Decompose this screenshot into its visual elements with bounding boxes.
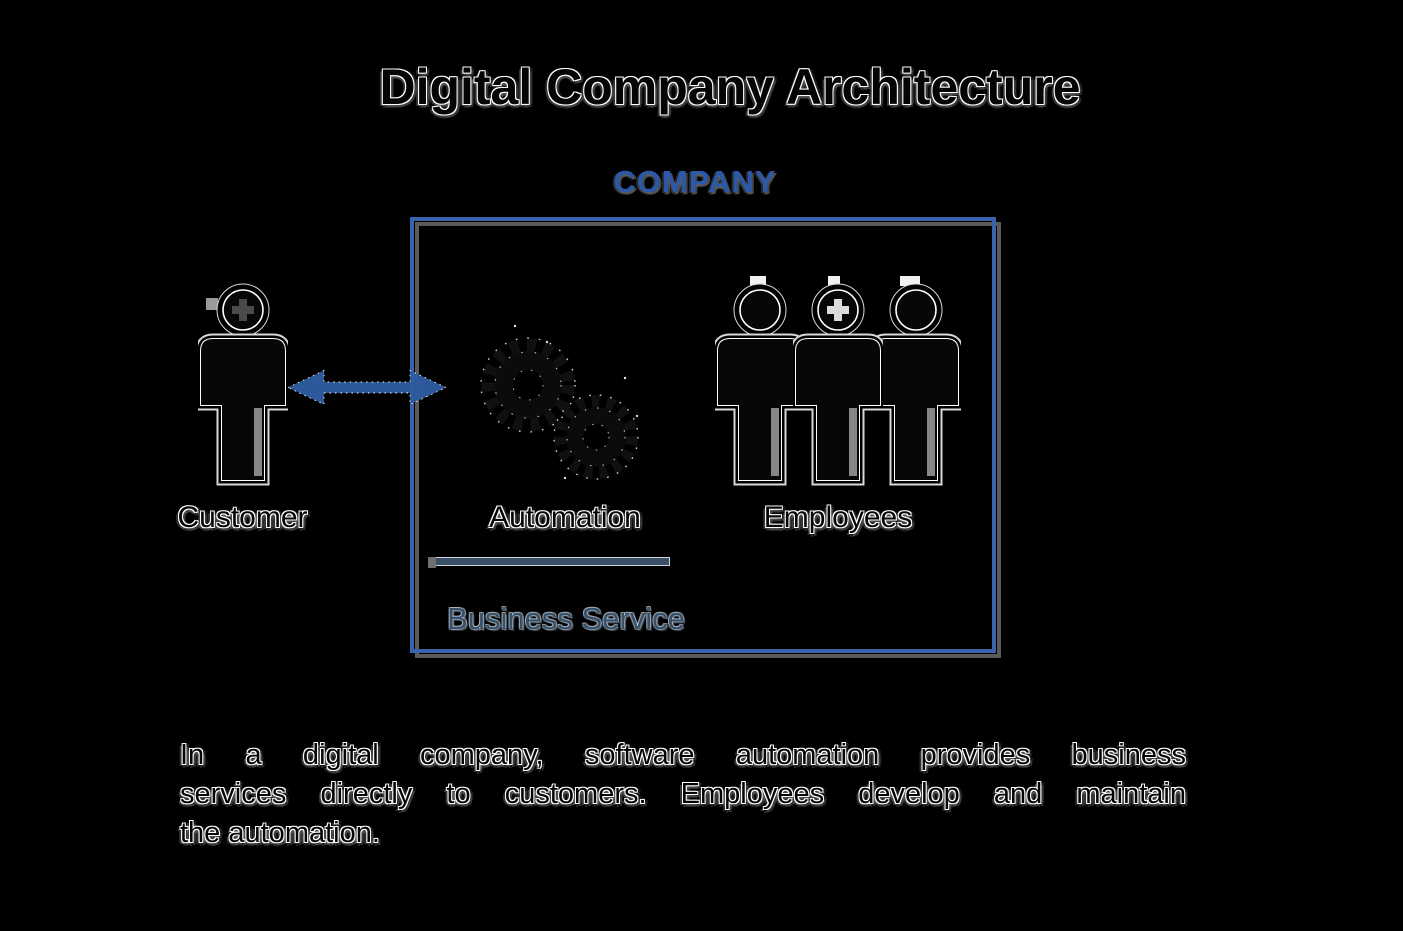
employee-person-icon [793, 277, 883, 487]
caption-paragraph: In a digital company, software automatio… [180, 736, 1186, 853]
business-service-label: Business Service [447, 601, 685, 636]
bitmap-artifact [900, 276, 920, 286]
employee-person-icon [715, 277, 805, 487]
employee-person-icon [871, 277, 961, 487]
gears-icon [480, 324, 639, 480]
bitmap-artifact [750, 276, 766, 286]
company-box [410, 217, 996, 653]
company-box-shadow [415, 222, 1001, 658]
caption-line: In a digital company, software automatio… [180, 739, 1186, 771]
person-icon [198, 277, 288, 487]
double-headed-arrow-icon [287, 369, 447, 406]
business-service-underline [428, 557, 670, 568]
customer-label: Customer [177, 501, 308, 534]
caption-line: the automation. [180, 817, 380, 849]
employees-label: Employees [763, 501, 913, 534]
caption-line: services directly to customers. Employee… [180, 778, 1186, 810]
page-title: Digital Company Architecture [379, 59, 1081, 115]
company-label: COMPANY [613, 164, 777, 199]
bitmap-artifact [206, 298, 218, 310]
automation-label: Automation [489, 501, 641, 534]
